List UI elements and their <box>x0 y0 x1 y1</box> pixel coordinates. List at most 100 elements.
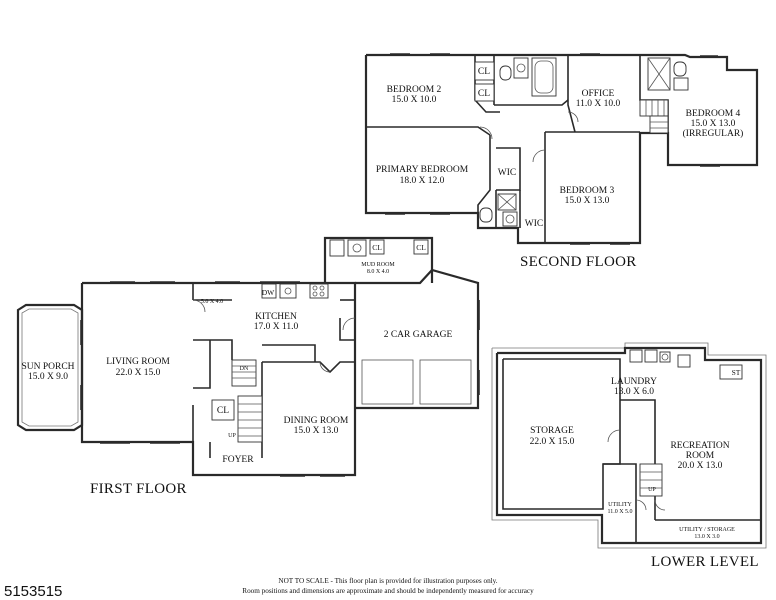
lower-level-labels: LAUNDRY 13.0 X 6.0 STORAGE 22.0 X 15.0 R… <box>530 368 759 570</box>
svg-text:OFFICE: OFFICE <box>582 89 615 99</box>
kitchen-name: KITCHEN <box>255 312 297 322</box>
svg-text:UTILITY: UTILITY <box>608 502 632 508</box>
closet-label: CL <box>217 406 229 416</box>
closet-label: CL <box>416 243 426 252</box>
svg-text:DINING ROOM: DINING ROOM <box>284 416 349 426</box>
stairs-up-label: UP <box>228 433 236 439</box>
closet-label: CL <box>478 67 490 77</box>
svg-text:WIC: WIC <box>525 219 543 229</box>
svg-text:UTILITY / STORAGE: UTILITY / STORAGE <box>679 527 735 533</box>
svg-text:ST: ST <box>732 368 741 377</box>
office-dims: 11.0 X 10.0 <box>576 99 621 109</box>
stairs-up-label: UP <box>648 487 656 493</box>
svg-text:15.0 X 13.0: 15.0 X 13.0 <box>565 196 610 206</box>
svg-text:22.0 X 15.0: 22.0 X 15.0 <box>116 368 161 378</box>
svg-text:CL: CL <box>478 67 490 77</box>
svg-text:DN: DN <box>240 366 249 372</box>
second-floor-plan <box>364 53 759 245</box>
svg-text:13.0 X 3.0: 13.0 X 3.0 <box>694 534 719 540</box>
svg-text:15.0 X 13.0: 15.0 X 13.0 <box>691 119 736 129</box>
sun-porch-name: SUN PORCH <box>21 362 74 372</box>
svg-text:18.0 X 12.0: 18.0 X 12.0 <box>400 176 445 186</box>
storage-dims: 22.0 X 15.0 <box>530 437 575 447</box>
wic-label: WIC <box>498 168 516 178</box>
first-floor-labels: SUN PORCH 15.0 X 9.0 LIVING ROOM 22.0 X … <box>21 243 452 497</box>
disclaimer-line-1: NOT TO SCALE - This floor plan is provid… <box>278 577 498 585</box>
closet-label: CL <box>478 89 490 99</box>
svg-text:2 CAR GARAGE: 2 CAR GARAGE <box>384 330 453 340</box>
svg-text:ROOM: ROOM <box>686 451 715 461</box>
recreation-room-name: RECREATION <box>670 441 729 451</box>
second-floor-title: SECOND FLOOR <box>520 254 637 270</box>
svg-text:15.0 X 13.0: 15.0 X 13.0 <box>294 426 339 436</box>
laundry-name: LAUNDRY <box>611 377 657 387</box>
bedroom2-name: BEDROOM 2 <box>387 85 442 95</box>
svg-text:UP: UP <box>228 433 236 439</box>
svg-text:CL: CL <box>217 406 229 416</box>
bedroom4-name: BEDROOM 4 <box>686 109 741 119</box>
storage-name: STORAGE <box>530 426 574 436</box>
utility-storage-dims: 13.0 X 3.0 <box>694 534 719 540</box>
svg-text:11.0 X 10.0: 11.0 X 10.0 <box>576 99 621 109</box>
bedroom3-name: BEDROOM 3 <box>560 186 615 196</box>
svg-text:SUN PORCH: SUN PORCH <box>21 362 74 372</box>
svg-text:WIC: WIC <box>498 168 516 178</box>
bedroom4-dims: 15.0 X 13.0 <box>691 119 736 129</box>
sun-porch-dims: 15.0 X 9.0 <box>28 372 68 382</box>
svg-text:11.0 X 5.0: 11.0 X 5.0 <box>607 509 632 515</box>
kitchen-dims: 17.0 X 11.0 <box>254 322 299 332</box>
mud-room-name: MUD ROOM <box>361 262 395 268</box>
svg-text:15.0 X 9.0: 15.0 X 9.0 <box>28 372 68 382</box>
utility-dims: 11.0 X 5.0 <box>607 509 632 515</box>
garage-name: 2 CAR GARAGE <box>384 330 453 340</box>
stairs-dn-label: DN <box>240 366 249 372</box>
svg-text:STORAGE: STORAGE <box>530 426 574 436</box>
living-room-dims: 22.0 X 15.0 <box>116 368 161 378</box>
recreation-room-dims: 20.0 X 13.0 <box>678 461 723 471</box>
foyer-name: FOYER <box>222 455 254 465</box>
bedroom2-dims: 15.0 X 10.0 <box>392 95 437 105</box>
svg-text:LAUNDRY: LAUNDRY <box>611 377 657 387</box>
svg-text:CL: CL <box>478 89 490 99</box>
first-floor-title: FIRST FLOOR <box>90 481 187 497</box>
closet-label: CL <box>372 243 382 252</box>
svg-text:8.0 X 4.0: 8.0 X 4.0 <box>367 269 389 275</box>
svg-text:5.0 X 4.0: 5.0 X 4.0 <box>201 299 223 305</box>
svg-text:BEDROOM 4: BEDROOM 4 <box>686 109 741 119</box>
svg-text:PRIMARY BEDROOM: PRIMARY BEDROOM <box>376 165 469 175</box>
svg-text:13.0 X 6.0: 13.0 X 6.0 <box>614 387 654 397</box>
pantry-dims: 5.0 X 4.0 <box>201 299 223 305</box>
primary-bedroom-dims: 18.0 X 12.0 <box>400 176 445 186</box>
first-floor-plan <box>16 236 480 477</box>
lower-level-plan <box>491 342 767 549</box>
svg-text:KITCHEN: KITCHEN <box>255 312 297 322</box>
second-floor-labels: BEDROOM 2 15.0 X 10.0 OFFICE 11.0 X 10.0… <box>376 67 744 270</box>
svg-text:CL: CL <box>372 243 382 252</box>
svg-text:(IRREGULAR): (IRREGULAR) <box>683 128 744 139</box>
laundry-dims: 13.0 X 6.0 <box>614 387 654 397</box>
wic-label: WIC <box>525 219 543 229</box>
bedroom4-note: (IRREGULAR) <box>683 128 744 139</box>
svg-text:LIVING ROOM: LIVING ROOM <box>106 357 170 367</box>
svg-text:17.0 X 11.0: 17.0 X 11.0 <box>254 322 299 332</box>
dishwasher-label: DW <box>262 288 275 297</box>
dining-room-name: DINING ROOM <box>284 416 349 426</box>
svg-text:BEDROOM 3: BEDROOM 3 <box>560 186 615 196</box>
svg-text:BEDROOM 2: BEDROOM 2 <box>387 85 442 95</box>
utility-name: UTILITY <box>608 502 632 508</box>
listing-id: 5153515 <box>4 583 63 600</box>
svg-text:UP: UP <box>648 487 656 493</box>
svg-text:20.0 X 13.0: 20.0 X 13.0 <box>678 461 723 471</box>
stove-label: ST <box>732 368 741 377</box>
disclaimer-line-2: Room positions and dimensions are approx… <box>242 587 534 595</box>
svg-text:RECREATION: RECREATION <box>670 441 729 451</box>
svg-text:FOYER: FOYER <box>222 455 254 465</box>
mud-room-dims: 8.0 X 4.0 <box>367 269 389 275</box>
office-name: OFFICE <box>582 89 615 99</box>
svg-text:MUD ROOM: MUD ROOM <box>361 262 395 268</box>
living-room-name: LIVING ROOM <box>106 357 170 367</box>
dining-room-dims: 15.0 X 13.0 <box>294 426 339 436</box>
svg-text:CL: CL <box>416 243 426 252</box>
recreation-room-name: ROOM <box>686 451 715 461</box>
